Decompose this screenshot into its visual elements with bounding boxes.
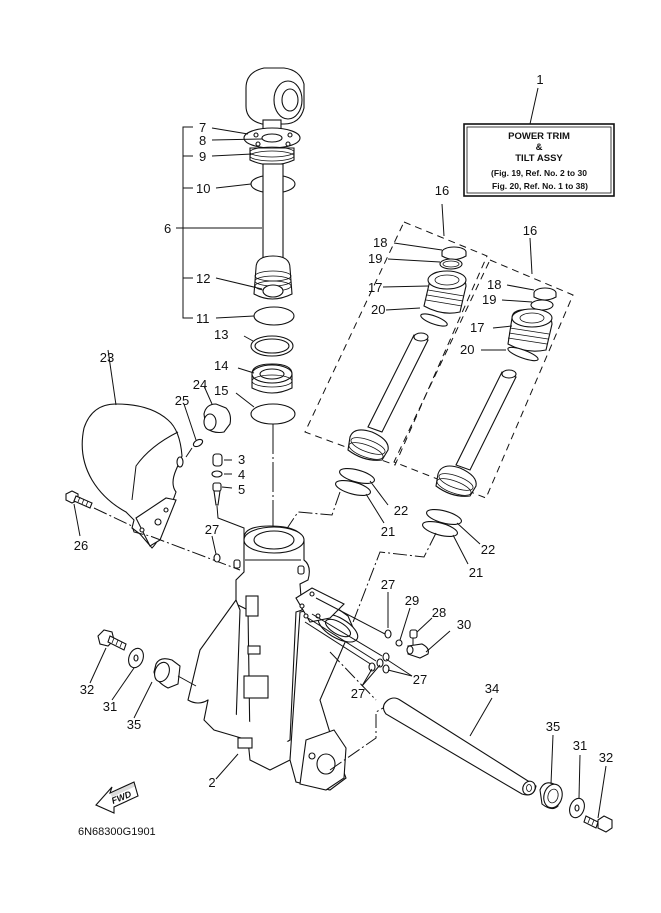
callout-35-left: 35 bbox=[127, 717, 141, 732]
callout-19-left: 19 bbox=[368, 251, 382, 266]
piston-seals bbox=[235, 335, 296, 540]
trim-kit-left bbox=[304, 203, 488, 466]
callout-27-lower: 27 bbox=[351, 686, 365, 701]
callout-18-right: 18 bbox=[487, 277, 501, 292]
callout-6: 6 bbox=[164, 221, 171, 236]
o-rings-21-22 bbox=[285, 468, 481, 631]
callout-10: 10 bbox=[196, 181, 210, 196]
callout-31-right: 31 bbox=[573, 738, 587, 753]
callout-8: 8 bbox=[199, 133, 206, 148]
callout-15: 15 bbox=[214, 383, 228, 398]
callout-5: 5 bbox=[238, 482, 245, 497]
callout-32-left: 32 bbox=[80, 682, 94, 697]
callout-27-left: 27 bbox=[205, 522, 219, 537]
title-line-3: TILT ASSY bbox=[515, 153, 563, 164]
callout-29: 29 bbox=[405, 593, 419, 608]
callout-16-right: 16 bbox=[523, 223, 537, 238]
callout-23: 23 bbox=[100, 350, 114, 365]
drawing-code: 6N68300G1901 bbox=[78, 826, 156, 838]
callout-13: 13 bbox=[214, 327, 228, 342]
title-box: POWER TRIM & TILT ASSY (Fig. 19, Ref. No… bbox=[463, 87, 615, 197]
tilt-rod-assembly bbox=[176, 67, 305, 326]
callout-21-left: 21 bbox=[381, 524, 395, 539]
callout-12: 12 bbox=[196, 271, 210, 286]
callout-1: 1 bbox=[536, 72, 543, 87]
callout-25: 25 bbox=[175, 393, 189, 408]
callout-35-right: 35 bbox=[546, 719, 560, 734]
callout-27-upper: 27 bbox=[381, 577, 395, 592]
callout-30: 30 bbox=[457, 617, 471, 632]
callout-21-right: 21 bbox=[469, 565, 483, 580]
callout-24: 24 bbox=[193, 377, 207, 392]
callout-20-left: 20 bbox=[371, 302, 385, 317]
small-parts bbox=[65, 385, 245, 571]
callout-27-right: 27 bbox=[413, 672, 427, 687]
callout-22-left: 22 bbox=[394, 503, 408, 518]
title-line-2: & bbox=[536, 142, 543, 153]
callout-3: 3 bbox=[238, 452, 245, 467]
left-fasteners bbox=[89, 629, 197, 719]
callout-9: 9 bbox=[199, 149, 206, 164]
callout-28: 28 bbox=[432, 605, 446, 620]
pins-and-rings-27-30 bbox=[304, 592, 451, 687]
motor-cover bbox=[81, 349, 184, 549]
callout-18-left: 18 bbox=[373, 235, 387, 250]
callout-7: 7 bbox=[199, 120, 206, 135]
callout-2: 2 bbox=[208, 775, 215, 790]
callout-11: 11 bbox=[196, 311, 210, 326]
callout-31-left: 31 bbox=[103, 699, 117, 714]
callout-16-left: 16 bbox=[435, 183, 449, 198]
callout-19-right: 19 bbox=[482, 292, 496, 307]
title-ref-line-2: Fig. 20, Ref. No. 1 to 38) bbox=[492, 181, 588, 191]
callout-17-left: 17 bbox=[368, 280, 382, 295]
callout-34: 34 bbox=[485, 681, 499, 696]
callout-26: 26 bbox=[74, 538, 88, 553]
swivel-bracket bbox=[187, 525, 395, 791]
tilt-pin-and-right-fasteners bbox=[382, 697, 613, 833]
callout-20-right: 20 bbox=[460, 342, 474, 357]
callout-32-right: 32 bbox=[599, 750, 613, 765]
callout-labels: 2 3 4 5 6 7 8 9 10 11 12 13 14 15 16 16 … bbox=[74, 120, 613, 790]
callout-14: 14 bbox=[214, 358, 228, 373]
title-ref-line-1: (Fig. 19, Ref. No. 2 to 30 bbox=[491, 168, 587, 178]
forward-arrow-icon: FWD bbox=[95, 781, 139, 814]
trim-kit-right bbox=[393, 237, 574, 499]
callout-4: 4 bbox=[238, 467, 245, 482]
title-line-1: POWER TRIM bbox=[508, 131, 570, 142]
callout-22-right: 22 bbox=[481, 542, 495, 557]
callout-17-right: 17 bbox=[470, 320, 484, 335]
